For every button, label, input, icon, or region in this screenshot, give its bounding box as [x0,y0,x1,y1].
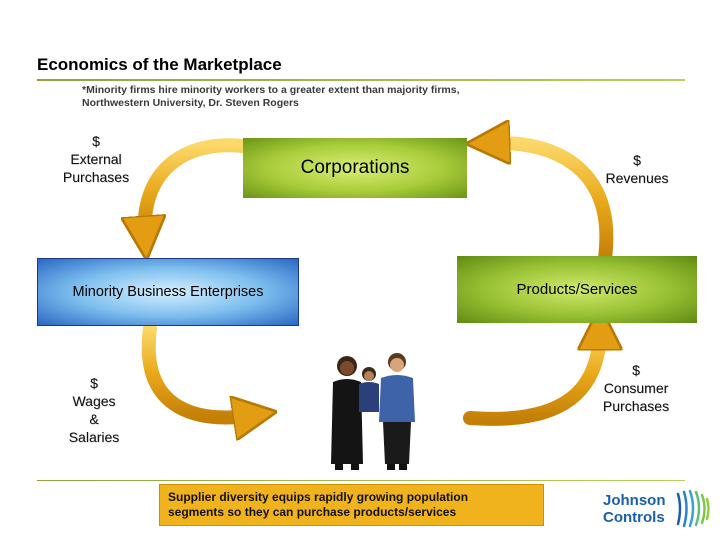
products-services-label: Products/Services [516,281,638,298]
arrow-mbe-to-families [141,321,255,417]
external-purchases-label: $ External Purchases [62,133,130,185]
footer-divider [37,480,685,481]
page-title: Economics of the Marketplace [37,55,282,74]
minority-business-box: Minority Business Enterprises [37,258,299,326]
arrow-products-to-corp [488,143,614,265]
title-divider [37,79,685,81]
corporations-label: Corporations [300,157,410,178]
supplier-diversity-note: Supplier diversity equips rapidly growin… [159,484,544,526]
wages-label: $ Wages & Salaries [68,375,120,445]
revenues-label: $ Revenues [605,152,669,186]
consumer-purchases-label: $ Consumer Purchases [602,362,670,414]
footnote-line-2: Northwestern University, Dr. Steven Roge… [82,97,299,109]
diversity-line-1: Supplier diversity equips rapidly growin… [168,490,469,504]
family-photo [331,353,415,470]
arrow-corp-to-mbe [145,138,250,238]
footnote: *Minority firms hire minority workers to… [82,84,460,110]
johnson-controls-logo-icon [676,489,710,528]
minority-business-label: Minority Business Enterprises [72,284,264,300]
arrow-families-to-products [463,328,600,426]
footnote-line-1: *Minority firms hire minority workers to… [82,84,460,96]
diversity-line-2: segments so they can purchase products/s… [168,505,457,519]
corporations-box: Corporations [243,138,467,198]
products-services-box: Products/Services [457,256,697,323]
johnson-controls-logo-text: Johnson Controls [603,492,666,526]
